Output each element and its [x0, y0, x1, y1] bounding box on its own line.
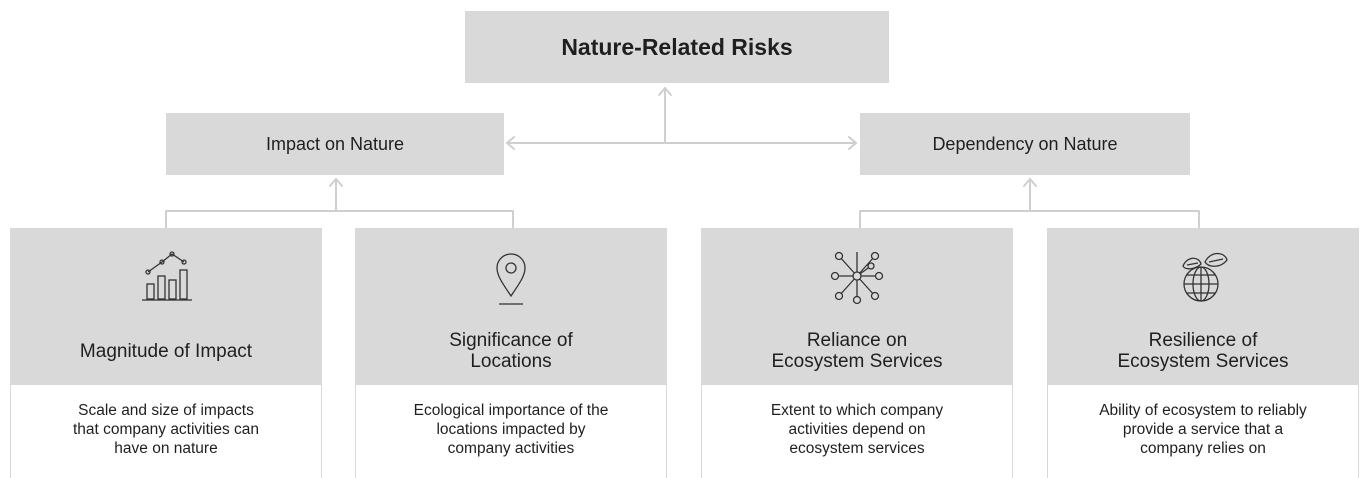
- card-title: Significance of Locations: [449, 330, 573, 372]
- impact-on-nature-node: Impact on Nature: [166, 113, 504, 175]
- card-header: Resilience of Ecosystem Services: [1047, 228, 1359, 385]
- globe-leaf-icon: [1182, 252, 1228, 302]
- card-title: Reliance on Ecosystem Services: [771, 330, 943, 372]
- card-title: Resilience of Ecosystem Services: [1117, 330, 1289, 372]
- card-magnitude-of-impact: Magnitude of Impact Scale and size of im…: [10, 228, 322, 478]
- card-description: Scale and size of impacts that company a…: [72, 402, 260, 457]
- dependency-on-nature-node: Dependency on Nature: [860, 113, 1190, 175]
- card-significance-of-locations: Significance of Locations Ecological imp…: [355, 228, 667, 478]
- card-header: Magnitude of Impact: [10, 228, 322, 385]
- dependency-title: Dependency on Nature: [932, 133, 1118, 154]
- network-nodes-icon: [830, 251, 884, 305]
- card-description: Ability of ecosystem to reliably provide…: [1099, 402, 1307, 457]
- card-resilience-of-ecosystem-services: Resilience of Ecosystem Services Ability…: [1047, 228, 1359, 478]
- card-description: Extent to which company activities depen…: [770, 402, 944, 457]
- location-pin-icon: [496, 253, 526, 305]
- card-header: Significance of Locations: [355, 228, 667, 385]
- card-header: Reliance on Ecosystem Services: [701, 228, 1013, 385]
- impact-title: Impact on Nature: [265, 133, 405, 154]
- root-node: Nature-Related Risks: [465, 11, 889, 83]
- card-reliance-on-ecosystem-services: Reliance on Ecosystem Services Extent to…: [701, 228, 1013, 478]
- card-description: Ecological importance of the locations i…: [413, 402, 609, 457]
- bar-chart-trend-icon: [142, 251, 192, 301]
- card-title: Magnitude of Impact: [79, 340, 253, 362]
- root-title: Nature-Related Risks: [561, 33, 793, 60]
